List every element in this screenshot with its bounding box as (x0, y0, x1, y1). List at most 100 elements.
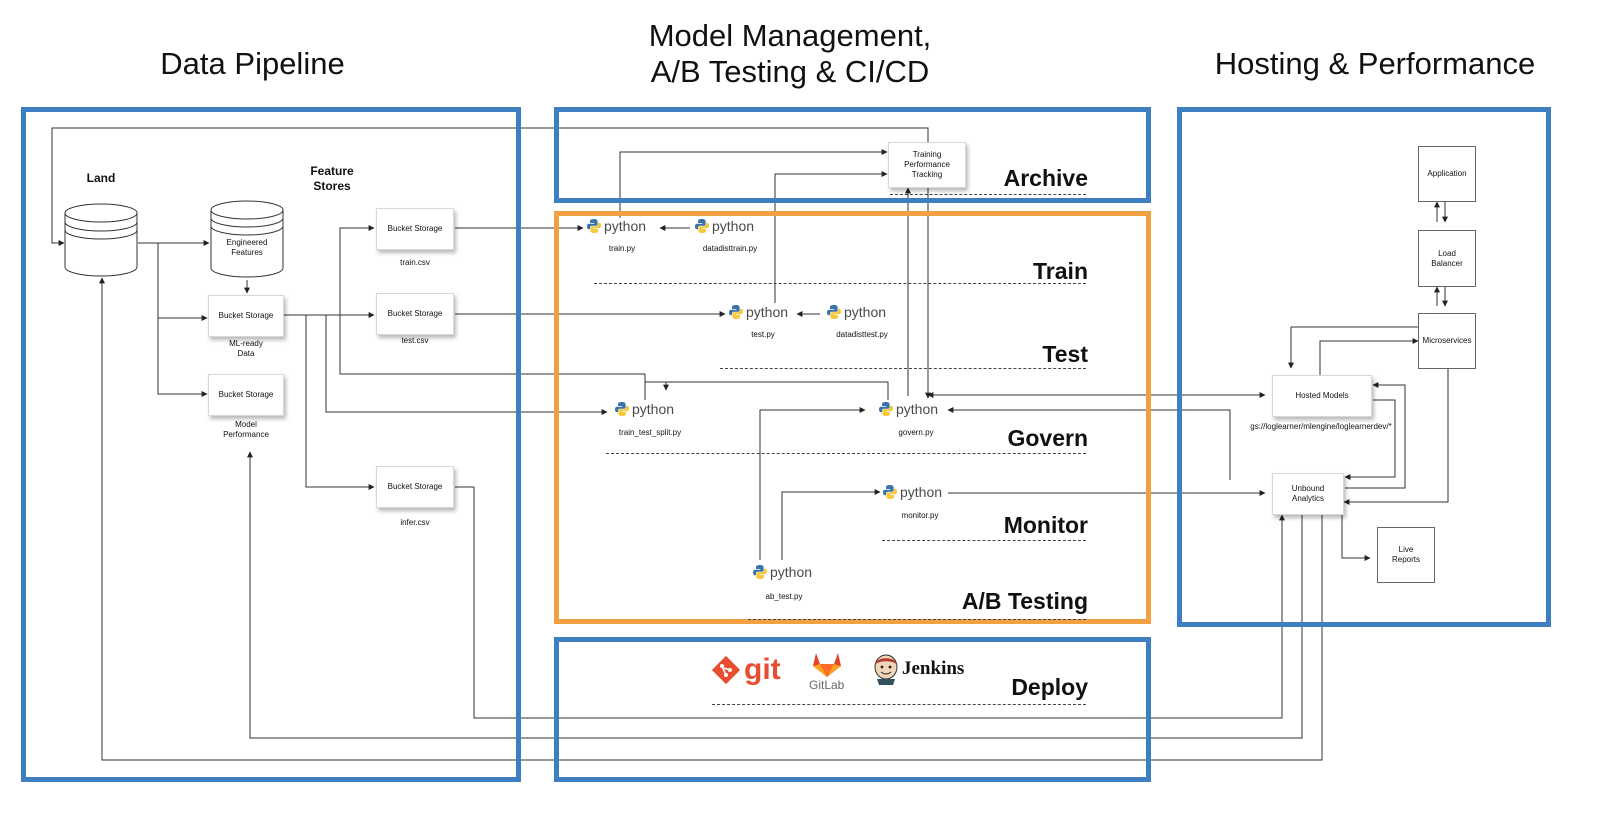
monitor-py-logo: python (882, 484, 942, 500)
feature-stores-label-line1: Feature (310, 164, 354, 178)
model-management-title-line2: A/B Testing & CI/CD (650, 54, 930, 89)
engineered-features-database-icon (210, 200, 284, 278)
train-py-caption: train.py (608, 244, 636, 253)
live-reports-line1: Live (1398, 545, 1414, 554)
test-py-python-word: python (746, 304, 789, 320)
stage-archive: Archive (1003, 165, 1088, 191)
bucket-storage-test: Bucket Storage (376, 293, 454, 335)
stage-test: Test (1042, 341, 1088, 367)
deploy-frame (554, 637, 1151, 782)
datadisttrain-py-caption: datadisttrain.py (702, 244, 758, 253)
train-py-logo: python (586, 218, 646, 234)
ab-testing-divider (748, 619, 1086, 620)
stage-govern: Govern (1007, 425, 1088, 451)
unbound-line1: Unbound (1291, 484, 1325, 493)
gitlab-icon (812, 653, 841, 677)
bucket-storage-train: Bucket Storage (376, 208, 454, 250)
test-py-caption: test.py (751, 330, 775, 339)
infer-csv-caption: infer.csv (400, 518, 430, 527)
test-py-logo: python (728, 304, 788, 320)
datadisttest-py-logo: python (826, 304, 886, 320)
datadisttrain-py-logo: python (694, 218, 754, 234)
datadisttest-py-python-word: python (844, 304, 887, 320)
model-performance-caption-line1: Model (235, 420, 257, 429)
jenkins-butler-icon (874, 654, 898, 685)
live-reports-node: Live Reports (1377, 527, 1435, 583)
tracking-line1: Training (912, 150, 942, 159)
feature-stores-label: Feature Stores (300, 164, 364, 194)
train-test-split-py-caption: train_test_split.py (618, 428, 682, 437)
python-logo-icon (827, 305, 841, 319)
model-performance-caption-line2: Performance (223, 430, 269, 439)
ml-ready-data-caption: ML-ready Data (218, 339, 274, 359)
git-wordmark: git (744, 653, 781, 686)
live-reports-line2: Reports (1391, 555, 1420, 564)
model-stages-frame (554, 211, 1151, 624)
land-label: Land (86, 171, 116, 185)
bucket-storage-test-label: Bucket Storage (387, 309, 443, 318)
gitlab-wordmark: GitLab (809, 678, 845, 692)
ab-test-py-logo: python (752, 564, 812, 580)
datadisttest-py-caption: datadisttest.py (836, 330, 888, 339)
hosting-title: Hosting & Performance (1214, 46, 1536, 81)
model-performance-caption: Model Performance (214, 420, 278, 440)
govern-divider (606, 453, 1086, 454)
bucket-storage-infer: Bucket Storage (376, 466, 454, 508)
git-icon (711, 655, 741, 685)
monitor-py-caption: monitor.py (901, 511, 939, 520)
ab-test-py-python-word: python (770, 564, 813, 580)
hosted-models-node: Hosted Models (1272, 375, 1372, 417)
ml-ready-data-caption-line1: ML-ready (229, 339, 263, 348)
govern-py-python-word: python (896, 401, 939, 417)
train-test-split-py-python-word: python (632, 401, 675, 417)
monitor-divider (882, 540, 1086, 541)
stage-deploy: Deploy (1011, 674, 1088, 700)
stage-monitor: Monitor (1003, 512, 1088, 538)
data-pipeline-frame (21, 107, 521, 782)
jenkins-wordmark: Jenkins (902, 658, 965, 679)
tracking-line3: Tracking (911, 170, 943, 179)
git-logo: git (711, 655, 781, 685)
application-node: Application (1418, 146, 1476, 202)
unbound-line2: Analytics (1291, 494, 1324, 503)
datadisttrain-py-python-word: python (712, 218, 755, 234)
monitor-py-python-word: python (900, 484, 943, 500)
bucket-storage-model-performance-label: Bucket Storage (218, 390, 274, 399)
engineered-features-label: Engineered Features (217, 238, 277, 258)
stage-train: Train (1033, 258, 1088, 284)
python-logo-icon (879, 402, 893, 416)
govern-py-logo: python (878, 401, 938, 417)
python-logo-icon (729, 305, 743, 319)
govern-py-caption: govern.py (898, 428, 934, 437)
load-balancer-line1: Load (1438, 248, 1456, 258)
test-divider (720, 368, 1086, 369)
python-logo-icon (883, 485, 897, 499)
load-balancer-node: Load Balancer (1418, 230, 1476, 287)
microservices-node: Microservices (1418, 313, 1476, 369)
python-logo-icon (587, 219, 601, 233)
bucket-storage-model-performance: Bucket Storage (208, 374, 284, 416)
training-performance-tracking-node: Training Performance Tracking (888, 142, 966, 188)
model-management-title-line1: Model Management, (648, 18, 932, 53)
train-csv-caption: train.csv (400, 258, 430, 267)
data-pipeline-title: Data Pipeline (160, 46, 345, 81)
unbound-analytics-node: Unbound Analytics (1272, 473, 1344, 515)
gs-path-caption: gs://loglearner/mlengine/loglearnerdev/* (1250, 422, 1392, 431)
archive-frame (554, 107, 1151, 203)
ab-test-py-caption: ab_test.py (765, 592, 803, 601)
train-divider (594, 283, 1086, 284)
bucket-storage-train-label: Bucket Storage (387, 224, 443, 233)
tracking-line2: Performance (904, 160, 950, 169)
land-database-icon (64, 203, 138, 277)
python-logo-icon (695, 219, 709, 233)
bucket-storage-ml-ready-label: Bucket Storage (218, 311, 274, 320)
feature-stores-label-line2: Stores (313, 179, 351, 193)
model-management-title: Model Management, A/B Testing & CI/CD (600, 18, 980, 90)
ml-ready-data-caption-line2: Data (237, 349, 255, 358)
train-py-python-word: python (604, 218, 647, 234)
stage-ab-testing: A/B Testing (961, 588, 1088, 614)
bucket-storage-ml-ready: Bucket Storage (208, 295, 284, 337)
python-logo-icon (615, 402, 629, 416)
gitlab-logo: GitLab (809, 650, 844, 692)
